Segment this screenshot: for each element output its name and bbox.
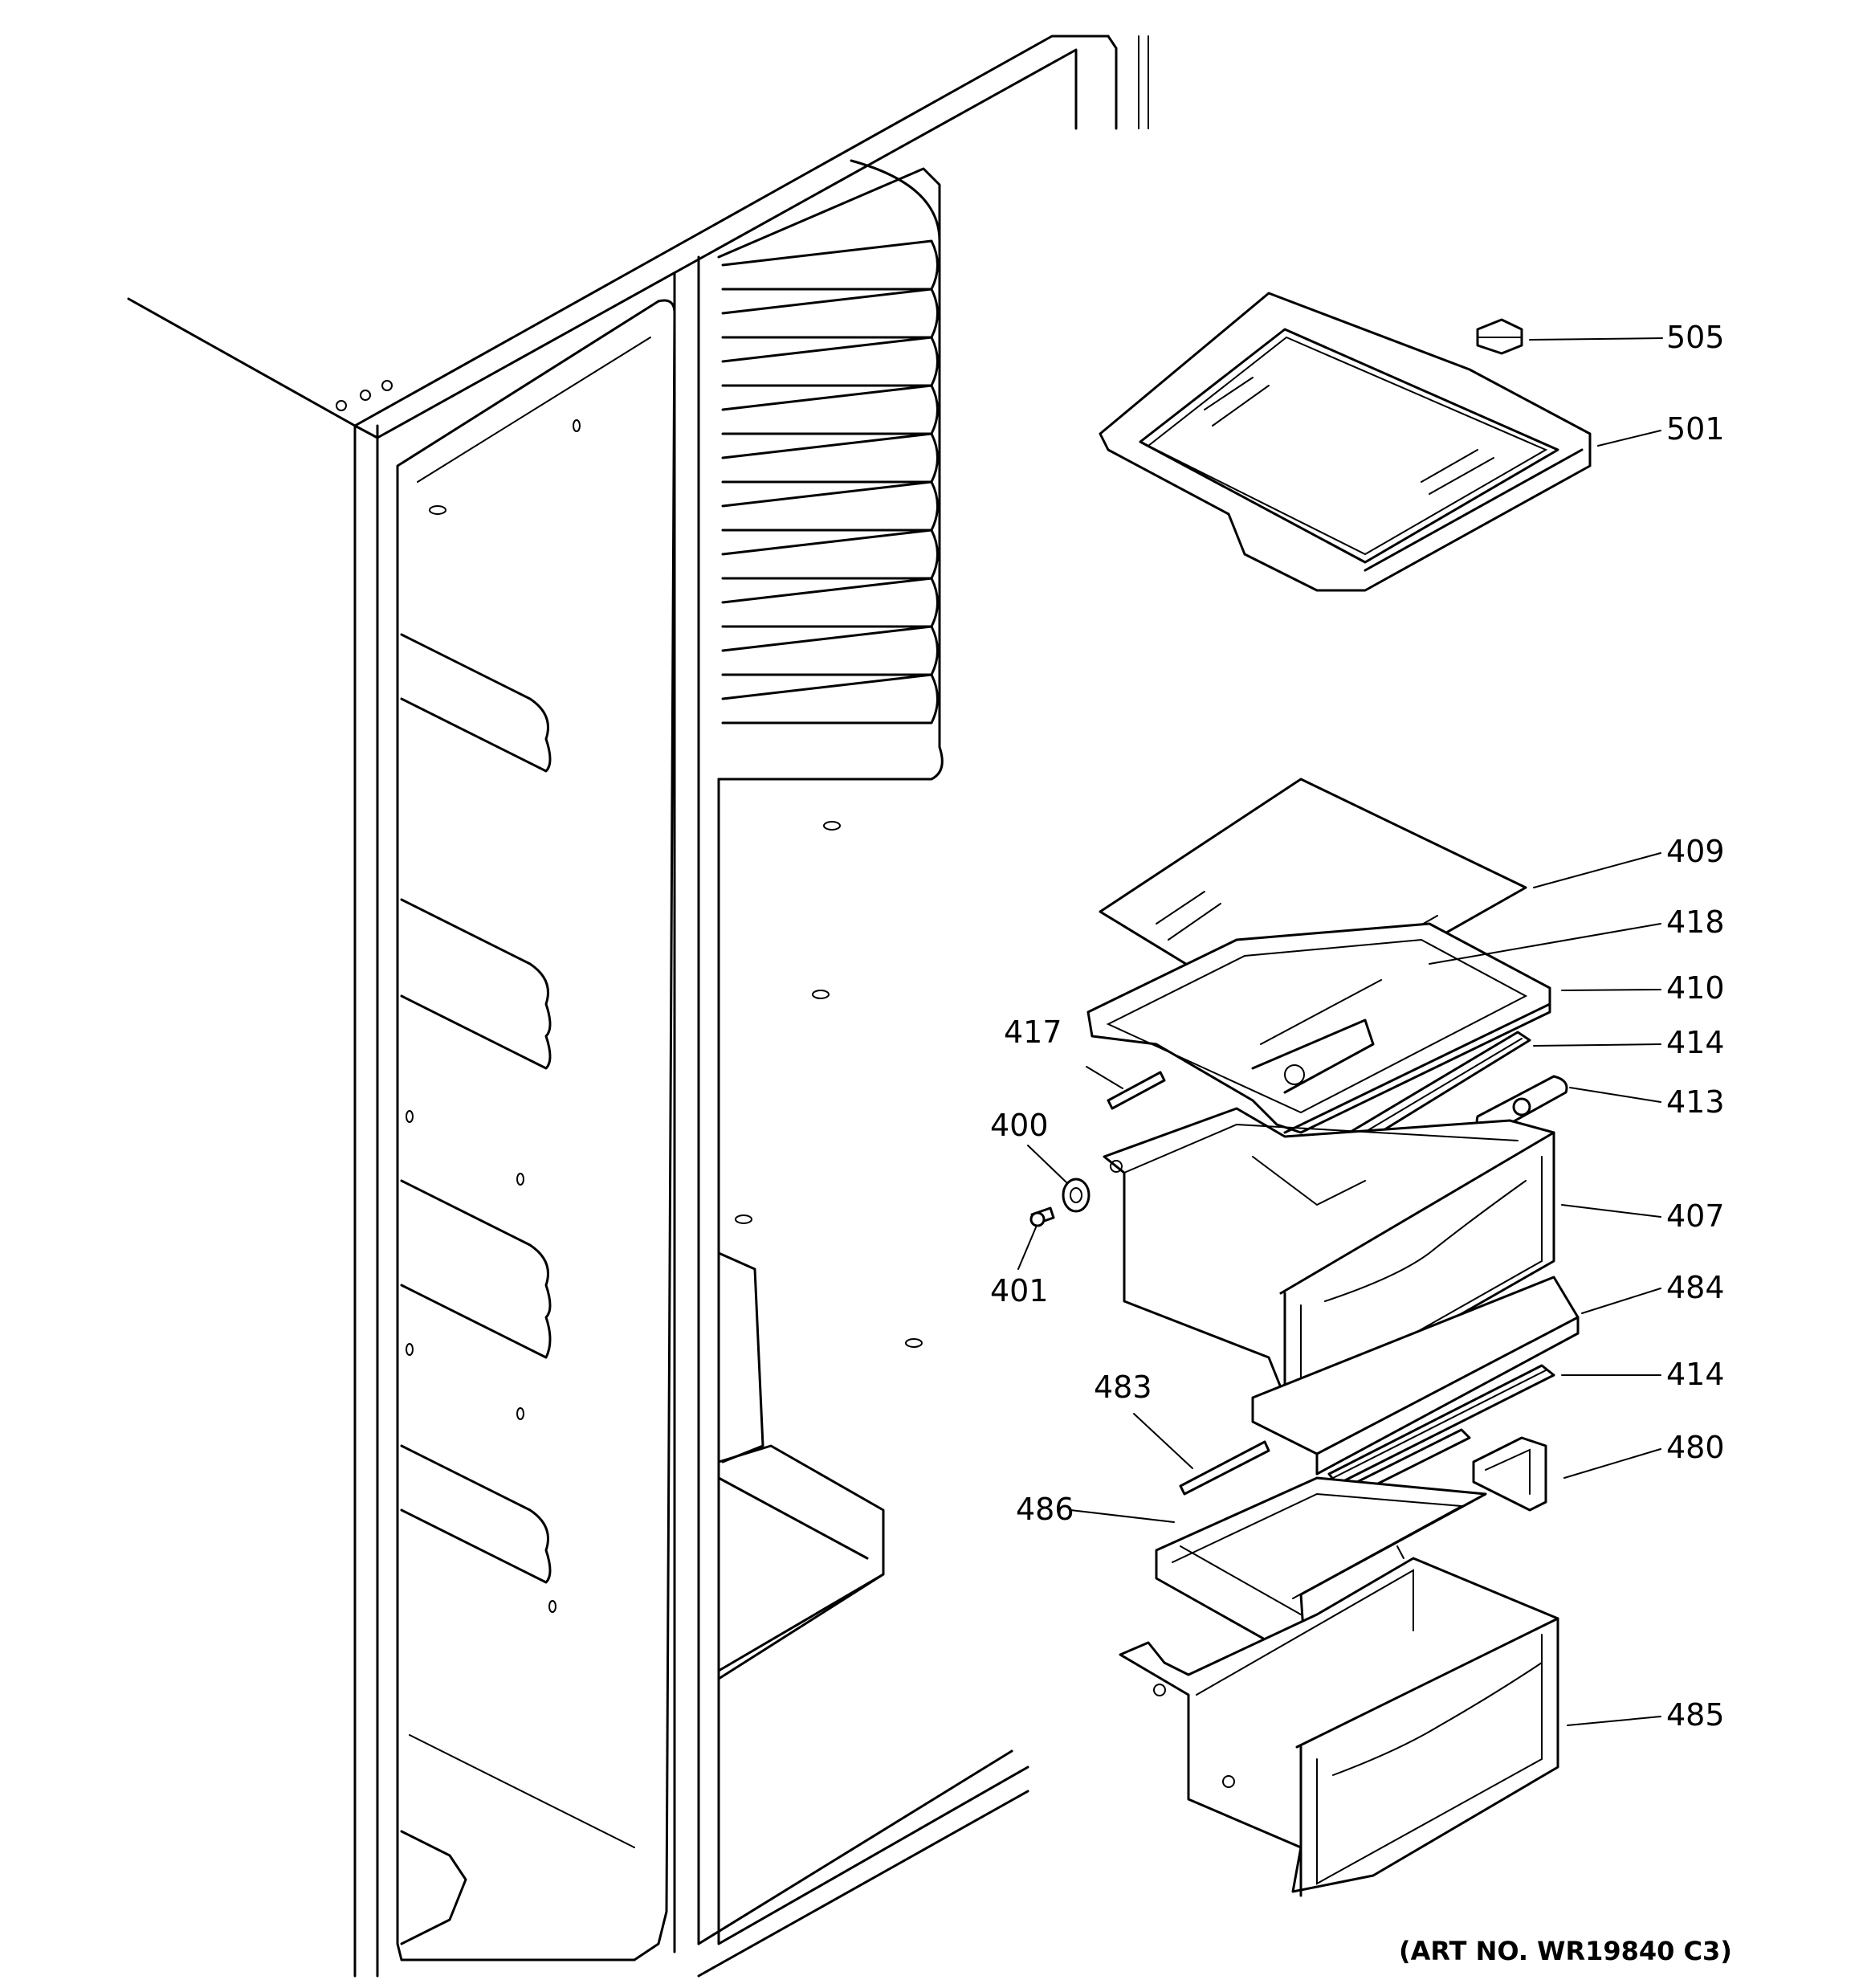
label-484: 484 xyxy=(1666,1270,1725,1305)
leader-lines xyxy=(1017,337,1663,1726)
label-486: 486 xyxy=(1016,1492,1074,1527)
label-409: 409 xyxy=(1666,834,1725,869)
label-407: 407 xyxy=(1666,1198,1725,1234)
label-417: 417 xyxy=(1004,1014,1062,1050)
part-485-drawer xyxy=(1119,1545,1559,1897)
refrigerator-cabinet xyxy=(127,35,1149,1978)
label-410: 410 xyxy=(1666,970,1725,1006)
label-413: 413 xyxy=(1666,1084,1725,1120)
label-501: 501 xyxy=(1666,411,1725,447)
part-401-screw xyxy=(1029,1206,1055,1227)
part-501-glass-shelf xyxy=(1099,292,1592,592)
label-400: 400 xyxy=(990,1108,1049,1143)
label-414-upper: 414 xyxy=(1666,1025,1725,1060)
part-505-shelf-clip xyxy=(1476,318,1523,355)
label-414-lower: 414 xyxy=(1666,1357,1725,1392)
label-480: 480 xyxy=(1666,1430,1725,1465)
part-484-drawer-cover xyxy=(1251,1276,1580,1476)
label-483: 483 xyxy=(1094,1370,1152,1405)
callout-labels: 505 501 409 418 410 417 414 413 400 407 … xyxy=(990,320,1732,1966)
label-505: 505 xyxy=(1666,320,1725,355)
label-485: 485 xyxy=(1666,1697,1725,1733)
part-483-rod xyxy=(1179,1440,1270,1496)
art-number: (ART NO. WR19840 C3) xyxy=(1399,1936,1732,1966)
part-417-rod xyxy=(1107,1071,1166,1110)
part-400-roller xyxy=(1062,1178,1090,1213)
part-410-crisper-cover-frame xyxy=(1086,922,1551,1134)
label-401: 401 xyxy=(990,1273,1049,1308)
label-418: 418 xyxy=(1666,904,1725,940)
